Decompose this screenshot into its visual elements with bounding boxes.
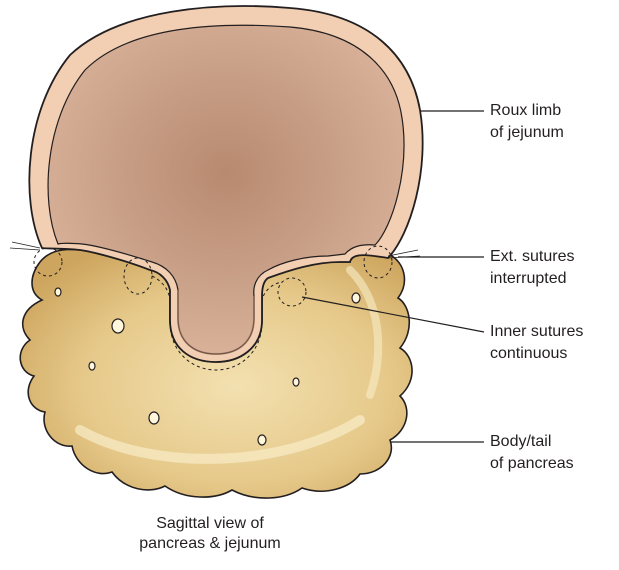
label-pancreas: Body/tail of pancreas	[490, 431, 574, 475]
label-pancreas-line2: of pancreas	[490, 453, 574, 475]
label-inner-sutures-line2: continuous	[490, 343, 583, 365]
label-ext-sutures-line2: interrupted	[490, 268, 574, 290]
label-inner-sutures: Inner sutures continuous	[490, 321, 583, 365]
label-roux-limb-line1: Roux limb	[490, 100, 564, 122]
label-pancreas-line1: Body/tail	[490, 431, 574, 453]
label-roux-limb-line2: of jejunum	[490, 122, 564, 144]
figure-caption: Sagittal view of pancreas & jejunum	[110, 514, 310, 554]
label-inner-sutures-line1: Inner sutures	[490, 321, 583, 343]
figure-caption-line1: Sagittal view of	[110, 514, 310, 534]
label-roux-limb: Roux limb of jejunum	[490, 100, 564, 144]
figure-caption-line2: pancreas & jejunum	[110, 534, 310, 554]
label-ext-sutures: Ext. sutures interrupted	[490, 246, 574, 290]
label-ext-sutures-line1: Ext. sutures	[490, 246, 574, 268]
